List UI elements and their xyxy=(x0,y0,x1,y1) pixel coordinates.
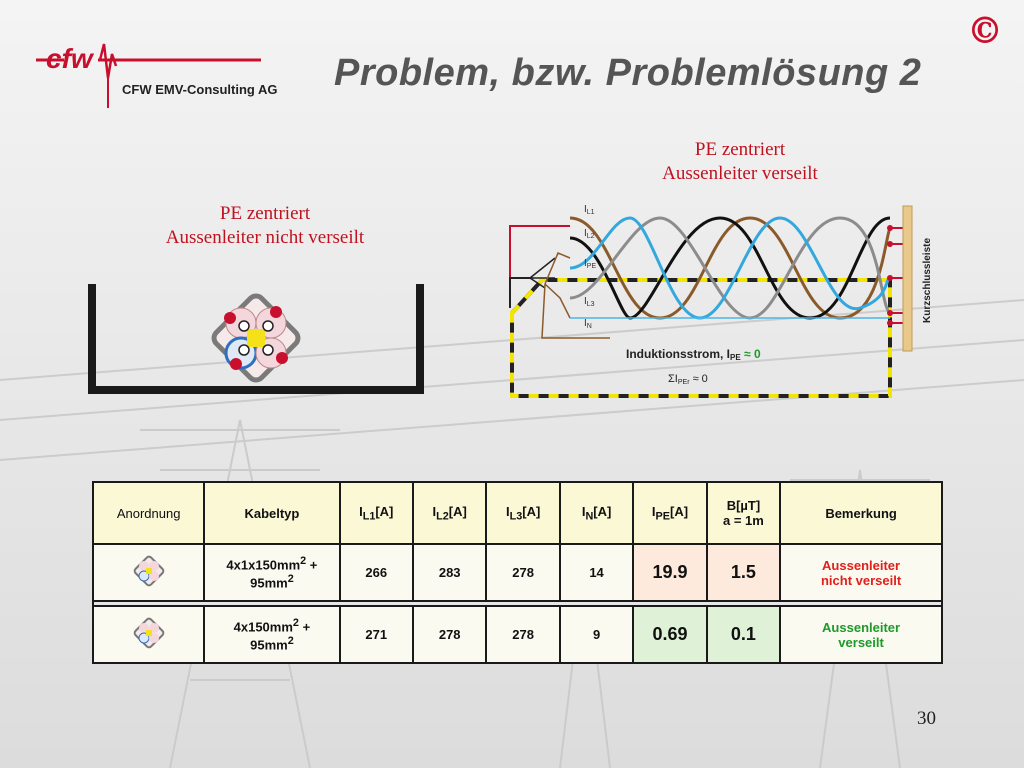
label-in-sub: N xyxy=(587,323,592,330)
ipe-cell: 0.69 xyxy=(632,605,708,664)
sum-sub: PEr xyxy=(678,379,690,386)
header-b-field: B[µT]a = 1m xyxy=(705,481,782,545)
table-row: 4x150mm2 + 95mm2 271 278 278 9 0.69 0.1 … xyxy=(91,605,943,664)
il3-cell: 278 xyxy=(485,605,561,664)
left-caption-line1: PE zentriert xyxy=(219,203,311,224)
label-il3-sub: L3 xyxy=(587,301,595,308)
table-spacer xyxy=(92,601,943,606)
conductor-l2 xyxy=(569,216,891,320)
in-cell: 9 xyxy=(558,605,635,664)
right-caption-line1: PE zentriert xyxy=(694,139,786,160)
in-cell: 14 xyxy=(558,543,635,602)
twisted-conductors-diagram: Kurzschlussleiste IL1 IL2 IPE IL3 IN Ind… xyxy=(509,204,933,398)
ipe-cell: 19.9 xyxy=(632,543,708,602)
conductor-pe xyxy=(569,216,891,320)
il1-cell: 266 xyxy=(338,543,414,602)
header-il1: IL1[A] xyxy=(338,481,414,545)
svg-text:IL1: IL1 xyxy=(584,204,595,216)
table-header-row: Anordnung Kabeltyp IL1[A] IL2[A] IL3[A] … xyxy=(91,481,943,545)
arrangement-cell xyxy=(91,605,206,664)
svg-text:Induktionsstrom, IPE ≈ 0: Induktionsstrom, IPE ≈ 0 xyxy=(626,347,761,362)
arrangement-cell xyxy=(91,543,206,602)
label-in: I xyxy=(584,318,587,329)
slide-title: Problem, bzw. Problemlösung 2 xyxy=(334,52,922,94)
company-name: CFW EMV-Consulting AG xyxy=(122,82,278,97)
header-ipe: IPE[A] xyxy=(632,481,708,545)
svg-text:IL3: IL3 xyxy=(584,296,595,308)
header-in: IN[A] xyxy=(558,481,635,545)
header-bemerkung: Bemerkung xyxy=(779,481,943,545)
induction-suffix: ≈ 0 xyxy=(741,347,761,361)
label-il1-sub: L1 xyxy=(587,209,595,216)
copyright-icon: © xyxy=(967,10,1003,52)
page-number: 30 xyxy=(917,708,936,729)
il3-cell: 278 xyxy=(485,543,561,602)
il2-cell: 278 xyxy=(411,605,488,664)
cable-cross-section xyxy=(211,293,301,383)
left-diagram-caption: PE zentriert Aussenleiter nicht verseilt xyxy=(130,202,400,250)
il2-cell: 283 xyxy=(411,543,488,602)
cable-tray xyxy=(88,284,424,394)
cable-twisted-icon xyxy=(133,617,164,649)
header-il3: IL3[A] xyxy=(485,481,561,545)
header-anordnung: Anordnung xyxy=(91,481,206,545)
busbar xyxy=(902,205,913,352)
il1-cell: 271 xyxy=(338,605,414,664)
svg-text:IPE: IPE xyxy=(584,258,596,270)
label-ipe: I xyxy=(584,258,587,269)
left-caption-line2: Aussenleiter nicht verseilt xyxy=(165,227,365,248)
header-kabeltyp: Kabeltyp xyxy=(203,481,341,545)
header-il2: IL2[A] xyxy=(411,481,488,545)
svg-text:IN: IN xyxy=(584,318,592,330)
induction-sub: PE xyxy=(730,353,741,362)
svg-text:cfw: cfw xyxy=(46,43,95,74)
b-field-cell: 0.1 xyxy=(705,605,782,664)
induction-label: Induktionsstrom, I xyxy=(626,347,730,361)
label-il1: I xyxy=(584,204,587,215)
cable-type-cell: 4x150mm2 + 95mm2 xyxy=(203,605,341,664)
sum-suffix: ≈ 0 xyxy=(690,373,708,385)
cable-untwisted-icon xyxy=(133,555,164,587)
label-il3: I xyxy=(584,296,587,307)
cable-tray-diagram xyxy=(88,284,424,394)
label-ipe-sub: PE xyxy=(587,263,597,270)
table-row: 4x1x150mm2 + 95mm2 266 283 278 14 19.9 1… xyxy=(91,543,943,602)
right-caption-line2: Aussenleiter verseilt xyxy=(662,163,818,184)
right-diagram-caption: PE zentriert Aussenleiter verseilt xyxy=(620,138,860,186)
svg-text:IL2: IL2 xyxy=(584,228,595,240)
busbar-label: Kurzschlussleiste xyxy=(922,238,933,323)
results-table: Anordnung Kabeltyp IL1[A] IL2[A] IL3[A] … xyxy=(91,481,943,664)
label-il2: I xyxy=(584,228,587,239)
cable-type-cell: 4x1x150mm2 + 95mm2 xyxy=(203,543,341,602)
cfw-logo: cfw xyxy=(36,43,261,108)
sum-label: ΣI xyxy=(668,373,678,385)
label-il2-sub: L2 xyxy=(587,233,595,240)
b-field-cell: 1.5 xyxy=(705,543,782,602)
svg-text:ΣIPEr ≈ 0: ΣIPEr ≈ 0 xyxy=(668,373,708,386)
